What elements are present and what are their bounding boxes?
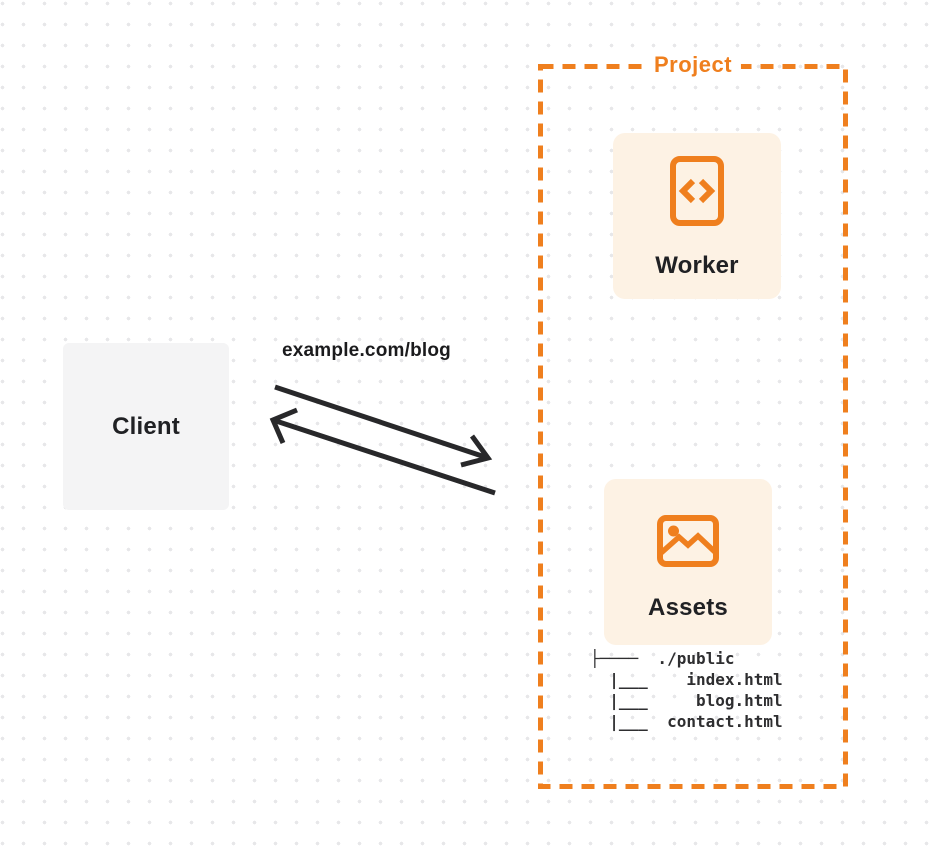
assets-file-tree: ├──── ./public |___ index.html |___ blog… bbox=[590, 649, 783, 731]
image-icon bbox=[657, 515, 719, 567]
assets-label: Assets bbox=[648, 594, 728, 621]
response-arrowhead-icon bbox=[269, 407, 298, 444]
client-label: Client bbox=[112, 412, 180, 440]
request-arrow-line bbox=[274, 384, 489, 461]
request-response-arrows bbox=[269, 384, 496, 496]
project-dashed-border bbox=[538, 64, 848, 789]
project-boundary: Project bbox=[538, 50, 848, 789]
response-arrow-line bbox=[272, 417, 496, 496]
code-file-icon bbox=[670, 156, 724, 226]
assets-node: Assets bbox=[604, 479, 772, 645]
client-node: Client bbox=[63, 343, 229, 510]
worker-node: Worker bbox=[613, 133, 781, 299]
project-label: Project bbox=[644, 50, 742, 79]
request-arrowhead-icon bbox=[460, 434, 493, 468]
worker-label: Worker bbox=[655, 252, 739, 279]
request-url-label: example.com/blog bbox=[282, 340, 451, 361]
